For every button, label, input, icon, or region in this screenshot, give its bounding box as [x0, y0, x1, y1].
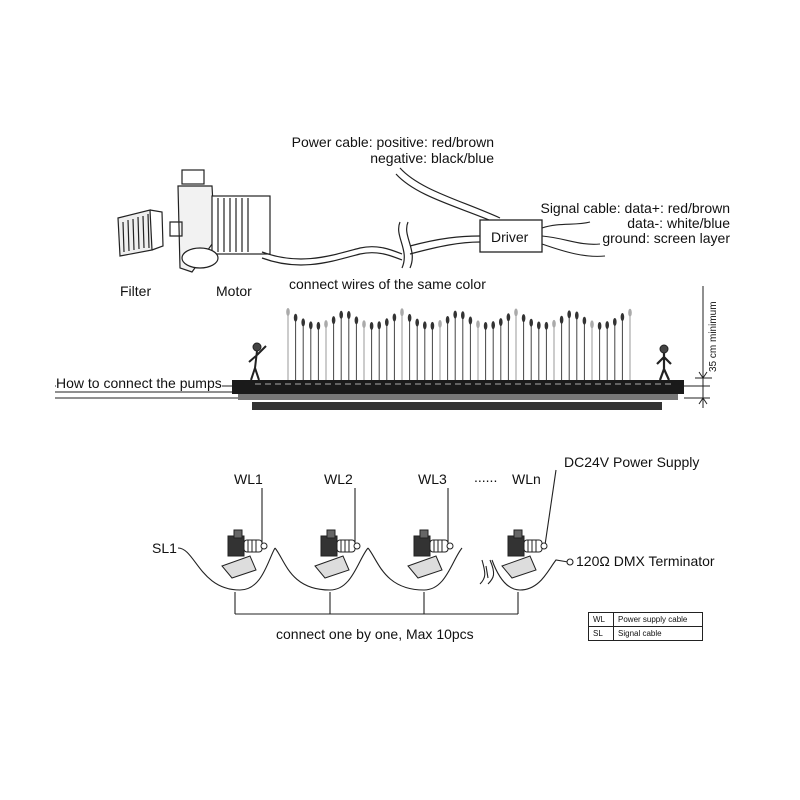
how-to-connect-label: How to connect the pumps — [56, 375, 222, 391]
water-jet-tip — [316, 321, 321, 330]
water-jet-tip — [590, 320, 594, 329]
legend-value: Signal cable — [613, 626, 703, 641]
cable-legend-table: WL Power supply cable SL Signal cable — [588, 612, 703, 641]
water-jet-tip — [301, 318, 306, 327]
power-supply-lines — [261, 469, 557, 546]
legend-key: SL — [588, 626, 614, 641]
terminator-label: 120Ω DMX Terminator — [576, 553, 715, 569]
pump-icon — [221, 529, 268, 579]
water-jet-tip — [400, 308, 404, 317]
fountain-jets — [286, 308, 632, 380]
wl3-label: WL3 — [418, 471, 447, 487]
filter-illustration — [117, 209, 164, 257]
water-jet-tip — [597, 321, 602, 330]
water-jet-tip — [369, 321, 374, 330]
legend-key: WL — [588, 612, 614, 627]
water-jet-tip — [445, 315, 450, 324]
driver-box — [479, 219, 543, 253]
connect-one-by-one-label: connect one by one, Max 10pcs — [276, 626, 474, 642]
wl1-label: WL1 — [234, 471, 263, 487]
signal-cable-data-minus-label: data-: white/blue — [627, 215, 730, 231]
water-jet-tip — [385, 318, 389, 327]
water-jet-tip — [324, 320, 328, 329]
signal-cable-data-plus-label: Signal cable: data+: red/brown — [540, 200, 730, 216]
power-cable-negative-label: negative: black/blue — [370, 150, 494, 166]
water-jet-tip — [461, 311, 465, 320]
water-jet-tip — [476, 320, 480, 329]
power-supply-label: DC24V Power Supply — [564, 454, 700, 470]
pump-icon — [314, 529, 361, 579]
water-jet-tip — [468, 316, 473, 325]
signal-cable-ground-label: ground: screen layer — [602, 230, 730, 246]
filter-label: Filter — [120, 283, 152, 299]
water-jet-tip — [377, 321, 382, 330]
water-jet-tip — [438, 319, 442, 328]
water-jet-tip — [552, 319, 556, 328]
water-jet-tip — [529, 318, 533, 327]
water-jet-tip — [415, 318, 420, 327]
water-jet-tip — [613, 317, 617, 326]
water-jet-tip — [605, 321, 609, 330]
water-jet-tip — [567, 310, 571, 319]
water-jet-tip — [423, 321, 427, 330]
water-jet-tip — [286, 308, 290, 316]
water-jet-tip — [362, 320, 366, 329]
water-jet-tip — [339, 310, 344, 319]
water-jet-tip — [430, 321, 435, 330]
water-jet-tip — [506, 313, 511, 322]
legend-row: WL Power supply cable — [588, 612, 703, 627]
sl1-label: SL1 — [152, 540, 177, 556]
water-jet-tip — [537, 321, 541, 330]
water-jet-tip — [453, 310, 458, 319]
pumps-row — [221, 529, 548, 579]
water-jet-tip — [331, 316, 336, 325]
water-jet-tip — [483, 321, 488, 330]
water-jet-tip — [575, 311, 579, 320]
water-jet-tip — [354, 316, 359, 325]
water-jet-tip — [392, 313, 397, 322]
water-jet-tip — [544, 321, 549, 330]
water-jet-tip — [514, 308, 518, 317]
water-jet-tip — [293, 313, 298, 322]
dots-label: ...... — [474, 469, 498, 485]
water-jet-tip — [620, 313, 625, 322]
water-jet-tip — [628, 308, 632, 317]
chain-bracket — [234, 592, 519, 615]
legend-row: SL Signal cable — [588, 626, 703, 641]
water-jet-tip — [499, 318, 503, 327]
water-jet-tip — [309, 321, 313, 330]
person-left-figure — [248, 342, 267, 381]
water-jet-tip — [407, 313, 412, 322]
water-jet-tip — [559, 315, 564, 324]
pump-icon — [501, 529, 548, 579]
water-jet-tip — [582, 316, 587, 325]
depth-label: 35 cm minimum — [708, 301, 719, 372]
signal-chain — [177, 547, 574, 591]
pump-icon — [407, 529, 454, 579]
depth-dimension — [695, 286, 712, 408]
connect-same-color-label: connect wires of the same color — [289, 276, 486, 292]
motor-label: Motor — [216, 283, 252, 299]
person-right-figure — [656, 344, 672, 381]
motor-illustration — [169, 169, 271, 273]
driver-label: Driver — [491, 229, 529, 245]
wln-label: WLn — [512, 471, 541, 487]
water-jet-tip — [347, 311, 351, 320]
power-cable-positive-label: Power cable: positive: red/brown — [291, 134, 494, 150]
water-jet-tip — [491, 321, 496, 330]
legend-value: Power supply cable — [613, 612, 703, 627]
wl2-label: WL2 — [324, 471, 353, 487]
water-jet-tip — [521, 314, 526, 323]
